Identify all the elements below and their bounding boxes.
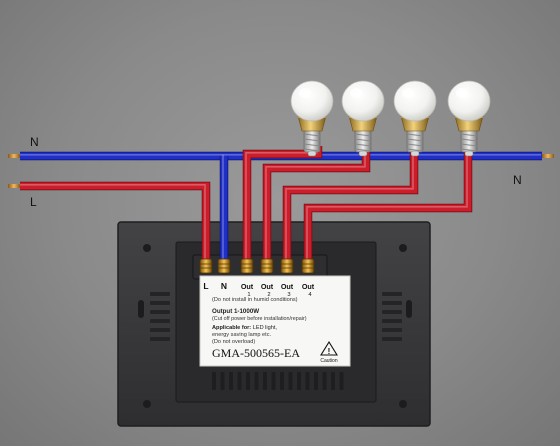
live-stripped-end [8,184,20,188]
live-label-left: L [30,195,37,209]
terminal-label-2: N [221,281,227,291]
vent-ribs-bottom [212,372,344,390]
vent-rib [305,372,310,390]
terminal-screw-1 [199,258,213,274]
light-bulb-icon [290,80,334,157]
vent-rib [331,372,335,390]
output-note: (Cut off power before installation/repai… [212,316,307,322]
terminal-label-1: L [203,281,208,291]
out2-wire [263,146,370,262]
applicable-line2: energy saving lamp etc. [212,332,272,338]
output-rating: Output 1-1000W [212,308,259,315]
neutral-stripped-end-right [542,154,554,158]
terminal-label-3: Out [241,282,254,291]
wires [8,144,554,262]
vent-rib [339,372,344,390]
light-bulb-icon [341,80,385,157]
applicable-for: Applicable for: LED light, [212,325,277,331]
terminal-number-4: 4 [308,292,312,298]
vent-rib [263,372,267,390]
mount-slot [406,300,412,318]
out4-wire [304,146,472,262]
mount-hole [399,400,407,408]
terminal-label-6: Out [302,282,315,291]
out3-wire-highlight [285,144,414,261]
terminal-label-4: Out [261,282,274,291]
vent-ribs-right [382,292,402,341]
terminal-number-3: 3 [287,292,290,298]
vent-rib [280,372,284,390]
vent-rib [246,372,250,390]
vent-rib [254,372,259,390]
out4-wire-highlight [306,144,468,261]
vent-rib [220,372,225,390]
neutral-label-left: N [30,135,39,149]
spec-label-sticker [199,275,351,367]
terminal-number-1: 1 [247,292,250,298]
light-bulb-icon [447,80,491,157]
applicable-for-rest: LED light, [251,325,277,331]
terminal-screw-5 [280,258,294,274]
terminal-screw-4 [260,258,274,274]
vent-rib [382,301,402,305]
neutral-label-right: N [513,173,522,187]
live-feed-wire [20,182,210,262]
vent-rib [150,337,170,341]
terminal-screw-2 [217,258,231,274]
caution-text: Caution [320,358,337,364]
mount-hole [399,244,407,252]
neutral-stripped-end-left [8,154,20,158]
light-bulbs [290,80,491,157]
mount-hole [143,400,151,408]
vent-rib [229,372,233,390]
vent-rib [382,310,402,314]
vent-rib [382,319,402,323]
vent-rib [150,301,170,305]
vent-rib [271,372,276,390]
caution-exclamation: ! [328,347,331,356]
mount-hole [143,244,151,252]
vent-rib [150,328,170,332]
overload-note: (Do not overload) [212,339,255,345]
vent-rib [288,372,293,390]
vent-rib [150,310,170,314]
vent-rib [150,319,170,323]
applicable-for-bold: Applicable for: [212,325,251,331]
mount-slot [138,300,144,318]
vent-rib [150,292,170,296]
vent-ribs-left [150,292,170,341]
vent-rib [322,372,327,390]
caution-icon: ! [320,340,338,356]
humid-warning: (Do not install in humid conditions) [212,297,298,303]
terminal-screw-3 [240,258,254,274]
terminal-screw-6 [301,258,315,274]
vent-rib [382,292,402,296]
terminal-label-5: Out [281,282,294,291]
out3-wire [283,146,418,262]
vent-rib [212,372,216,390]
vent-rib [314,372,318,390]
light-bulb-icon [393,80,437,157]
vent-rib [382,337,402,341]
terminal-screws [199,258,315,274]
vent-rib [297,372,301,390]
vent-rib [382,328,402,332]
vent-rib [237,372,242,390]
model-number: GMA-500565-EA [212,346,300,360]
live-feed-wire-highlight [19,183,206,261]
terminal-number-2: 2 [267,292,270,298]
